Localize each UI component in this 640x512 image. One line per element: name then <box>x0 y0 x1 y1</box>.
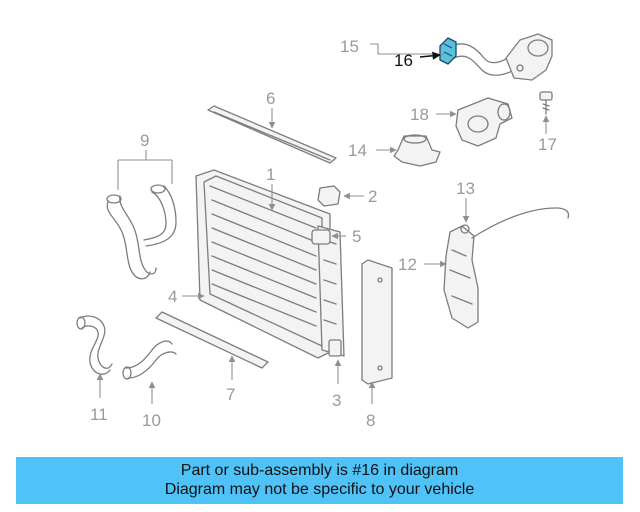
callout-9: 9 <box>140 131 149 150</box>
callout-15: 15 <box>340 37 359 56</box>
callout-13: 13 <box>456 179 475 198</box>
callout-10: 10 <box>142 411 161 430</box>
callout-12: 12 <box>398 255 417 274</box>
callout-6: 6 <box>266 89 275 108</box>
part-10-lower-hose <box>122 340 177 380</box>
part-18-thermostat-housing <box>455 97 513 147</box>
callout-4: 4 <box>168 287 177 306</box>
callout-2: 2 <box>368 187 377 206</box>
part-16-highlighted <box>439 37 457 65</box>
callout-3: 3 <box>332 391 341 410</box>
callout-17: 17 <box>538 135 557 154</box>
info-banner: Part or sub-assembly is #16 in diagram D… <box>16 457 623 504</box>
part-7-lower-seal <box>155 311 269 369</box>
part-12-reservoir <box>443 207 570 329</box>
parts-diagram: 1 2 3 4 5 6 7 8 9 10 11 12 13 14 15 16 1… <box>76 33 570 430</box>
callout-14: 14 <box>348 141 367 160</box>
callout-18: 18 <box>410 105 429 124</box>
callout-11: 11 <box>90 405 108 424</box>
leader-lines <box>96 43 550 404</box>
part-2-bracket <box>317 185 341 207</box>
callout-numbers: 1 2 3 4 5 6 7 8 9 10 11 12 13 14 15 16 1… <box>90 37 557 430</box>
part-9-upper-hose <box>106 184 177 280</box>
callout-5: 5 <box>352 227 361 246</box>
callout-8: 8 <box>366 411 375 430</box>
callout-16: 16 <box>394 51 413 70</box>
part-6-upper-seal <box>207 105 337 164</box>
part-14-cap <box>393 134 441 167</box>
banner-line-1: Part or sub-assembly is #16 in diagram <box>180 462 459 479</box>
part-8-side-deflector <box>361 259 393 385</box>
part-11-lower-hose <box>76 315 113 375</box>
part-15-water-outlet <box>451 33 553 81</box>
callout-7: 7 <box>226 385 235 404</box>
part-1-radiator <box>195 169 345 359</box>
callout-1: 1 <box>266 165 275 184</box>
part-17-bolt <box>539 91 553 115</box>
banner-line-2: Diagram may not be specific to your vehi… <box>164 481 475 498</box>
